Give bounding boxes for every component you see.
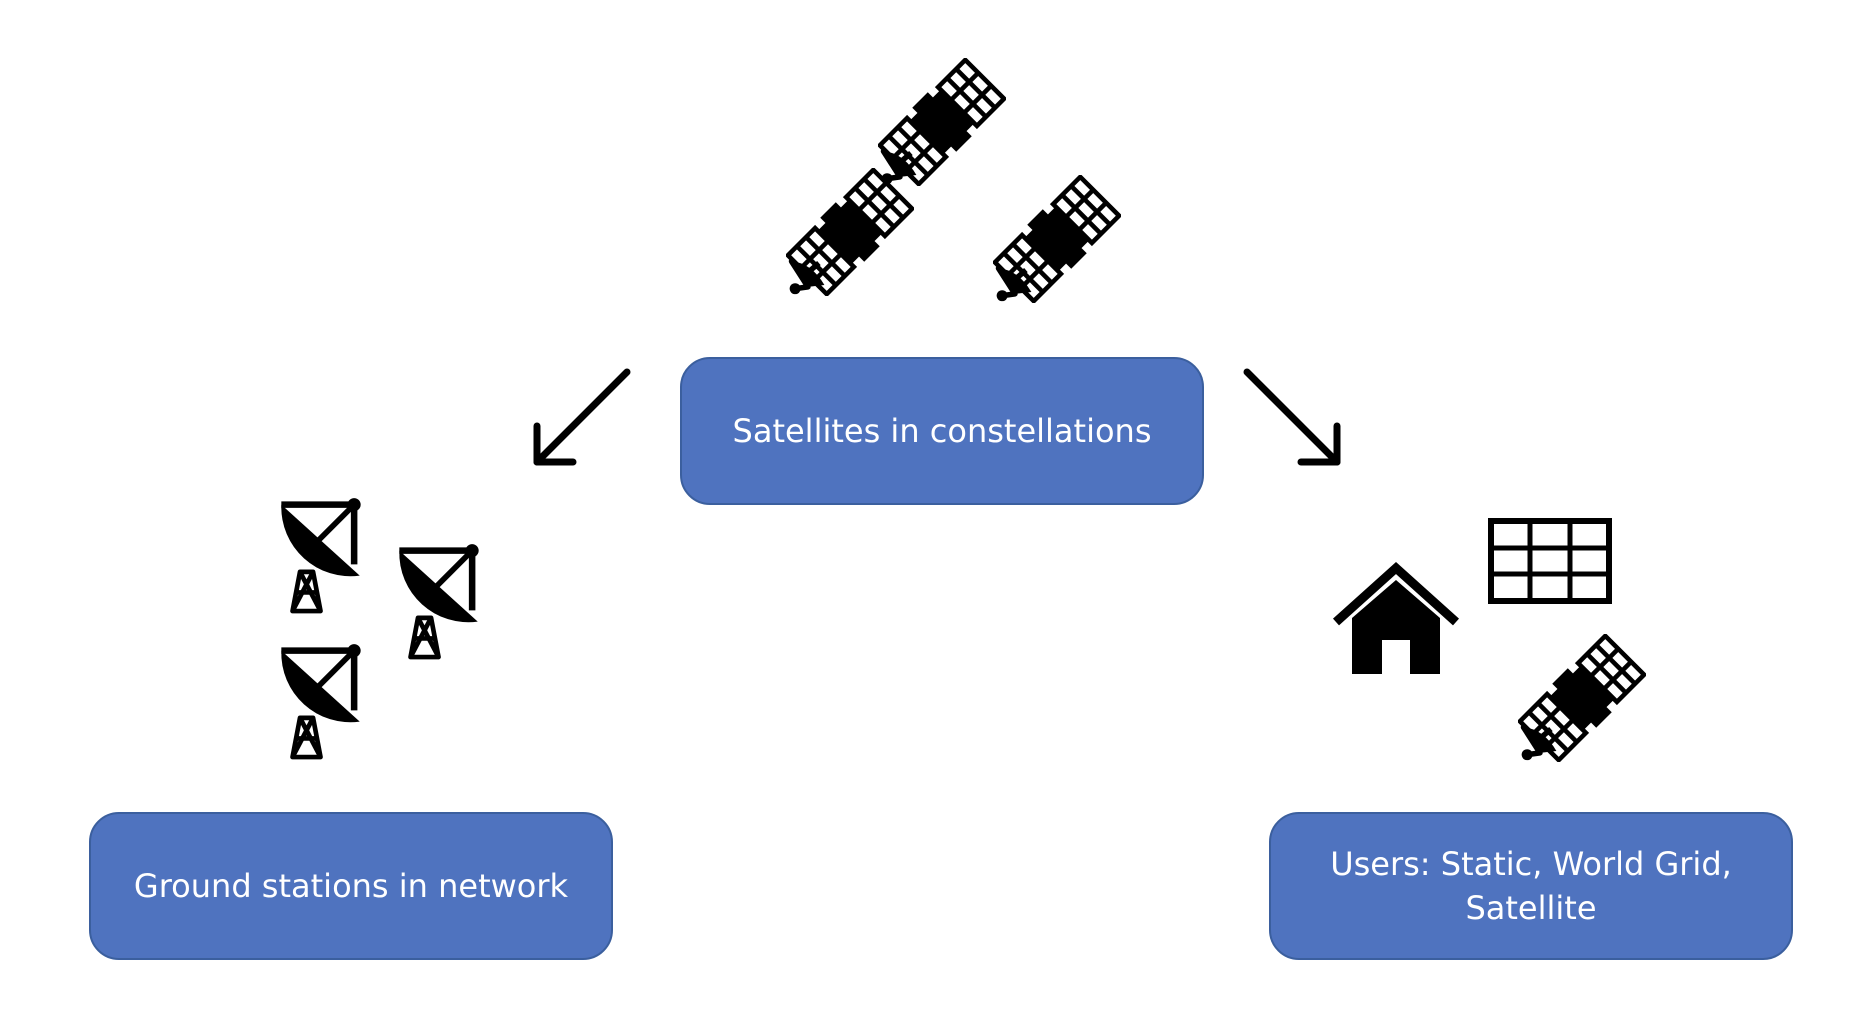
house-icon (1332, 561, 1460, 674)
users-node-label-line1: Users: Static, World Grid, (1330, 844, 1732, 883)
satellite-icon (786, 168, 914, 296)
arrow-satellites-to-ground (533, 368, 631, 466)
satellite-dish-icon (272, 494, 384, 618)
satellite-dish-icon (390, 540, 502, 664)
users-node: Users: Static, World Grid, Satellite (1269, 812, 1793, 960)
satellite-icon (993, 175, 1121, 303)
satellites-node: Satellites in constellations (680, 357, 1204, 505)
satellite-icon (1518, 634, 1646, 762)
satellite-dish-icon (272, 640, 384, 764)
arrow-satellites-to-users (1243, 368, 1341, 466)
ground-stations-node-label: Ground stations in network (133, 866, 569, 905)
grid-icon (1488, 518, 1612, 604)
satellites-node-label: Satellites in constellations (732, 411, 1152, 450)
users-node-label: Users: Static, World Grid, Satellite (1330, 842, 1732, 930)
satellite-icon (878, 58, 1006, 186)
ground-stations-node: Ground stations in network (89, 812, 613, 960)
users-node-label-line2: Satellite (1465, 889, 1597, 927)
